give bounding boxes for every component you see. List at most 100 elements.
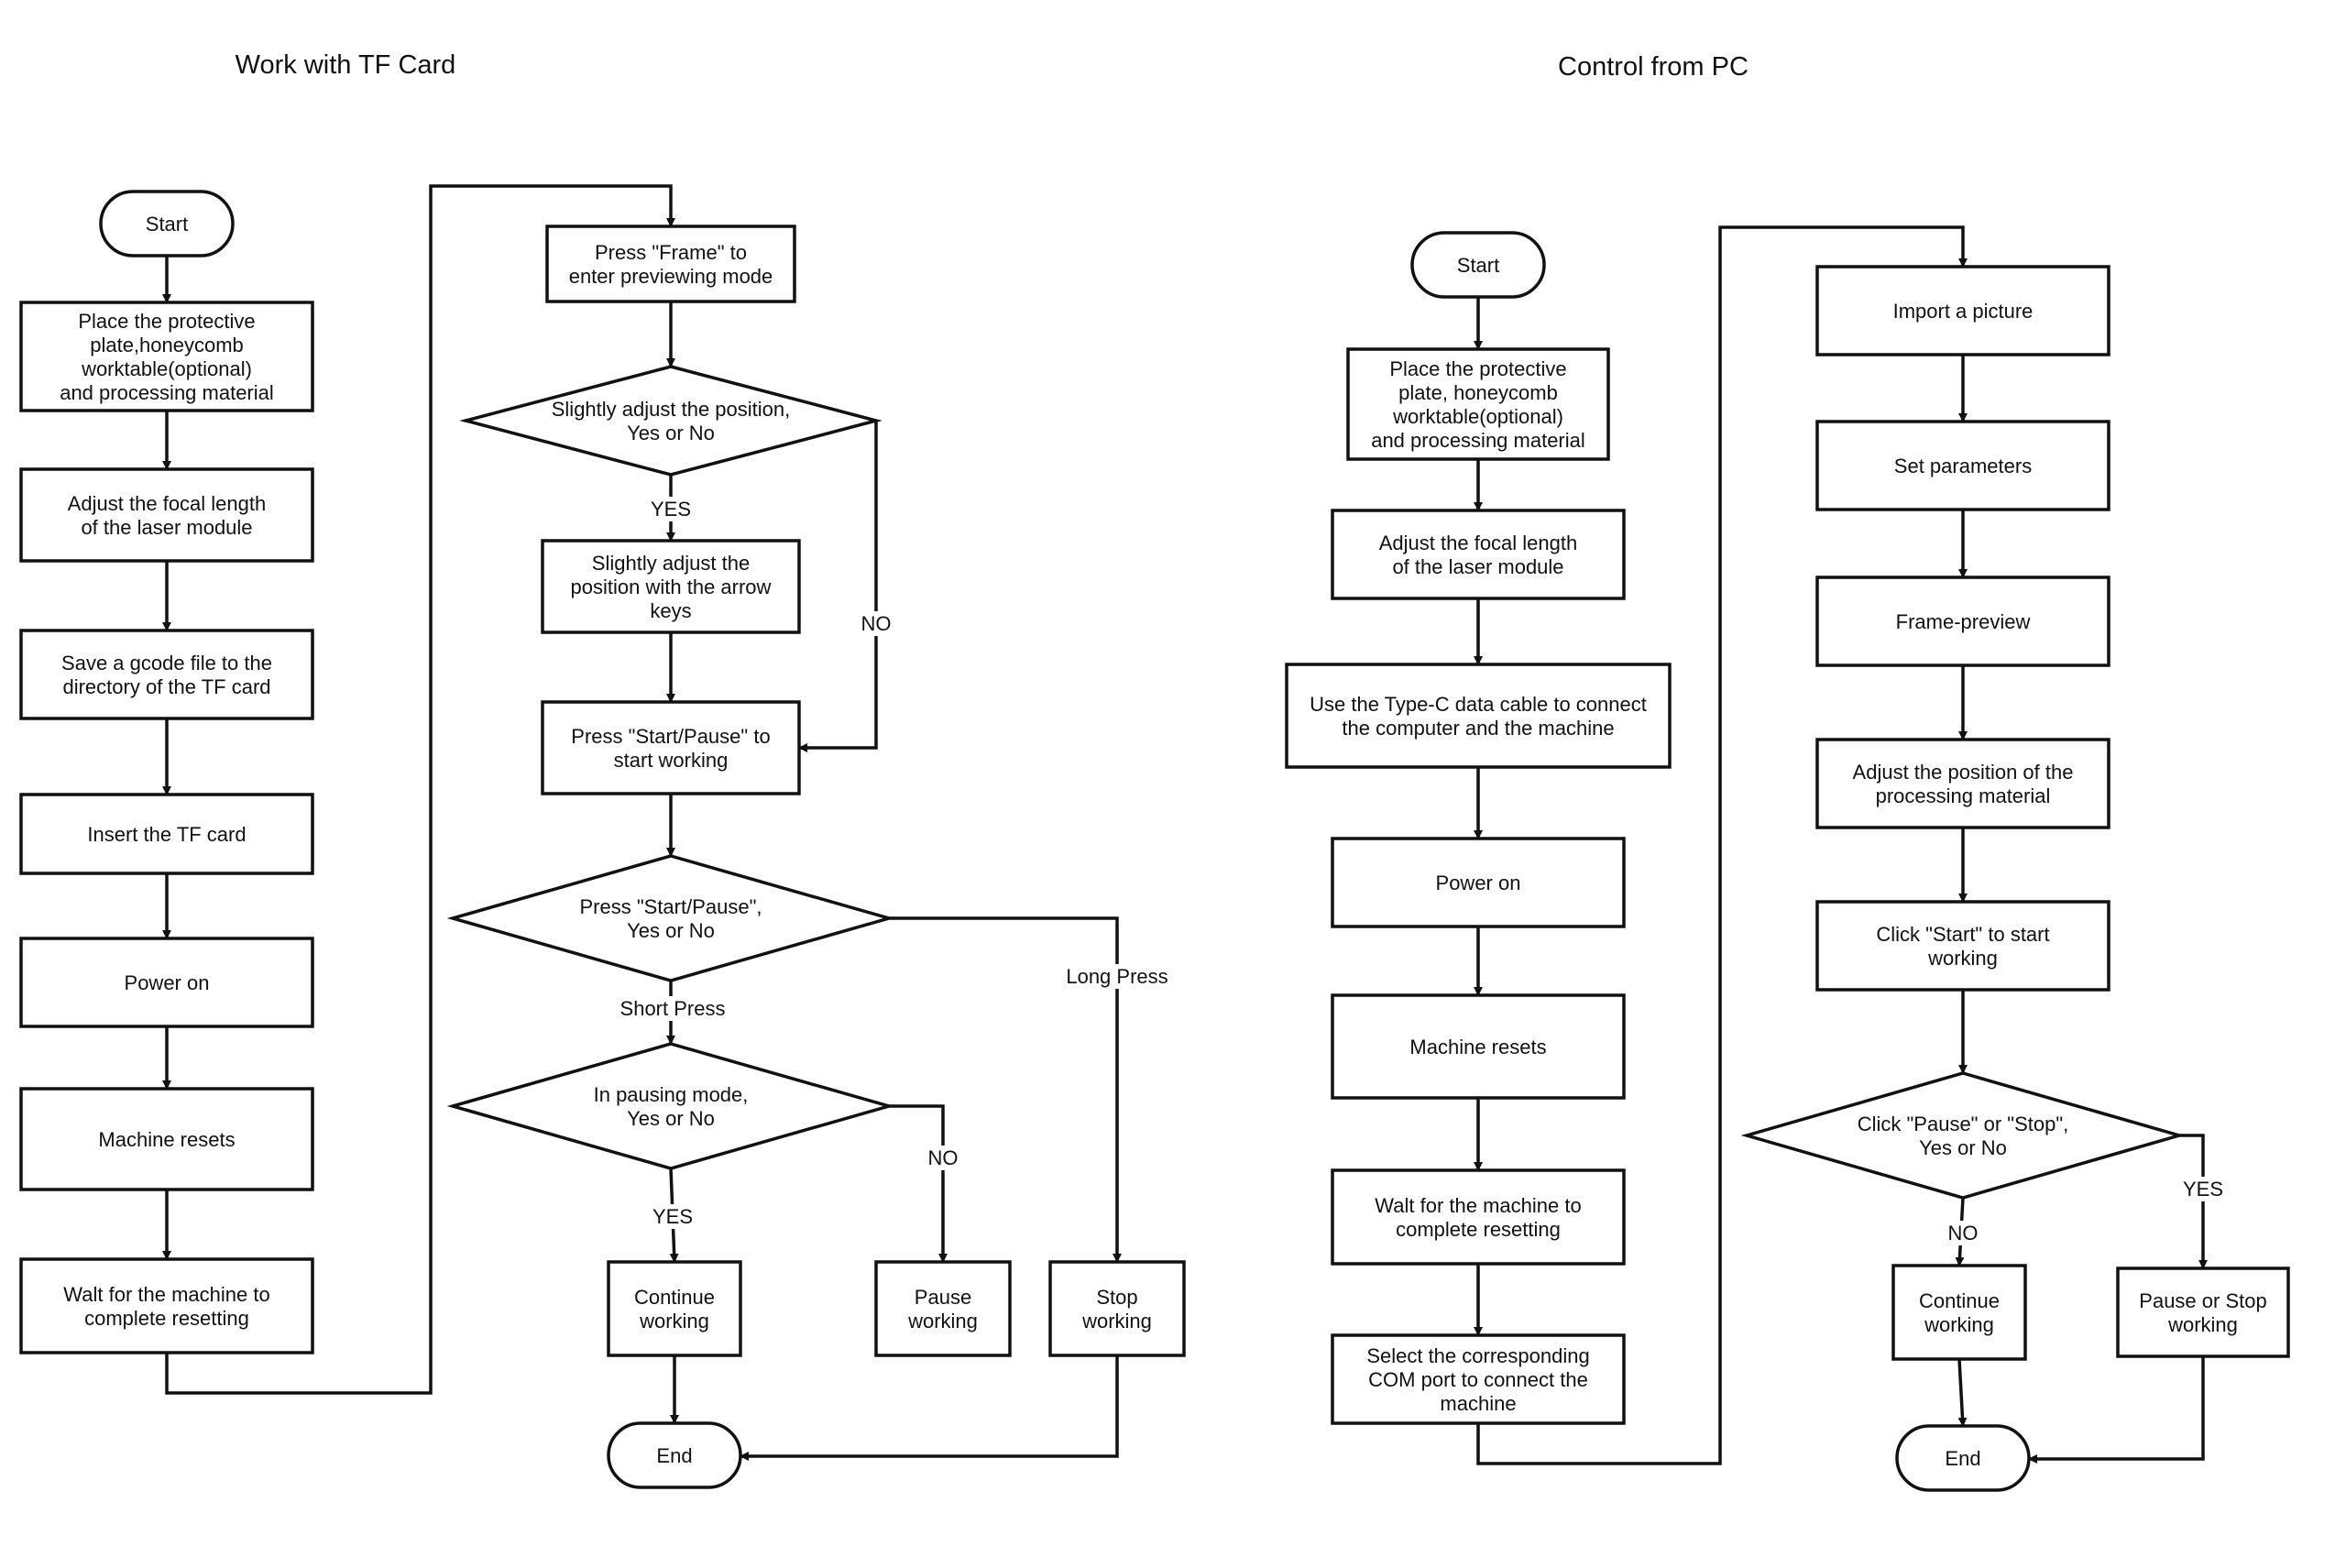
node-label-line: machine [1440,1392,1516,1415]
connector-arrow [889,916,1122,1263]
edge-label-a-short: Short Press [620,997,726,1020]
node-label-line: Adjust the position of the [1853,761,2074,784]
node-label-line: directory of the TF card [62,675,270,698]
node-rect-shape [1331,837,1626,928]
node-label-line: and processing material [60,381,274,404]
node-label-line: Save a gcode file to the [61,652,272,674]
edge-label-a-yes1: YES [651,498,691,521]
title-work-with-tf-card: Work with TF Card [236,50,456,80]
node-label-line: Adjust the focal length [1379,532,1577,554]
node-a-dec2: Press "Start/Pause",Yes or No [446,854,895,982]
node-label-line: working [639,1310,709,1332]
node-rect-shape [1048,1260,1186,1357]
connector-arrow [2028,1356,2205,1464]
node-rect-shape [1815,900,2110,992]
edge-label-a-yes2: YES [652,1205,693,1228]
node-label-line: worktable(optional) [1392,405,1563,428]
connector-arrow [165,184,675,1395]
node-label-line: Frame-preview [1896,610,2031,633]
node-term-shape [607,1421,742,1489]
edge-label-b-no: NO [1948,1222,1979,1245]
node-rect-shape [541,539,801,634]
node-label-line: Adjust the focal length [68,492,266,515]
node-rect-shape [1346,347,1610,461]
node-b-import: Import a picture [1815,265,2110,356]
node-rect-shape [1815,265,2110,356]
node-label-line: processing material [1876,784,2051,807]
node-label-line: Start [1457,254,1499,277]
node-label-line: Yes or No [627,919,715,942]
node-a-place: Place the protectiveplate,honeycombworkt… [19,301,314,412]
connector-arrow [2179,1134,2208,1269]
node-label-line: of the laser module [1392,555,1563,578]
node-label-line: working [1081,1310,1152,1332]
connector-arrow [1476,225,1968,1465]
node-rect-shape [1815,738,2110,829]
node-rect-shape [874,1260,1012,1357]
node-rect-shape [541,700,801,795]
node-b-start: Start [1410,231,1546,299]
node-label-line: Walt for the machine to [1375,1194,1581,1217]
node-b-dec: Click "Pause" or "Stop",Yes or No [1740,1071,2186,1200]
node-label-line: working [1924,1313,1994,1336]
edge-label-background [646,497,696,521]
edge-label-background [648,1204,697,1229]
node-rect-shape [1891,1264,2027,1361]
node-label-line: Pause or Stop [2139,1289,2266,1312]
node-a-dec3: In pausing mode,Yes or No [446,1042,895,1170]
node-label-line: Continue [634,1286,715,1309]
node-label-line: Import a picture [1893,300,2034,323]
node-rect-shape [19,793,314,875]
node-term-shape [1895,1424,2031,1492]
node-rect-shape [1331,1333,1626,1425]
edge-label-background [616,996,729,1021]
node-term-shape [99,190,235,258]
node-label-line: keys [650,599,691,622]
connector-arrow [1957,1358,1968,1427]
node-label-line: COM port to connect the [1368,1368,1588,1391]
node-label-line: plate, honeycomb [1398,381,1558,404]
node-label-line: Set parameters [1894,455,2032,477]
node-rect-shape [19,301,314,412]
node-rect-shape [545,225,796,303]
node-label-line: Stop [1096,1286,1137,1309]
node-label-line: Press "Start/Pause", [579,895,762,918]
node-label-line: End [656,1444,692,1467]
node-label-line: position with the arrow [571,576,772,598]
node-label-line: Machine resets [1409,1036,1546,1058]
connector-arrow [889,1104,948,1263]
node-label-line: Machine resets [98,1128,235,1151]
node-label-line: working [907,1310,978,1332]
node-term-shape [1410,231,1546,299]
node-label-line: Walt for the machine to [63,1283,269,1306]
node-label-line: Select the corresponding [1366,1344,1589,1367]
node-diamond-shape [459,365,882,477]
flowchart-connectors [162,184,2208,1465]
node-label-line: start working [614,749,729,772]
node-b-params: Set parameters [1815,420,2110,511]
node-a-start: Start [99,190,235,258]
node-label-line: End [1945,1447,1980,1470]
node-b-reset: Machine resets [1331,993,1626,1100]
edge-label-background [857,611,895,636]
node-rect-shape [1815,420,2110,511]
node-label-line: Continue [1919,1289,2000,1312]
node-diamond-shape [446,1042,895,1170]
node-label-line: Power on [1436,872,1521,894]
node-a-power: Power on [19,937,314,1028]
node-rect-shape [1331,993,1626,1100]
node-b-cable: Use the Type-C data cable to connectthe … [1285,663,1672,769]
node-label-line: Press "Frame" to [595,241,747,264]
